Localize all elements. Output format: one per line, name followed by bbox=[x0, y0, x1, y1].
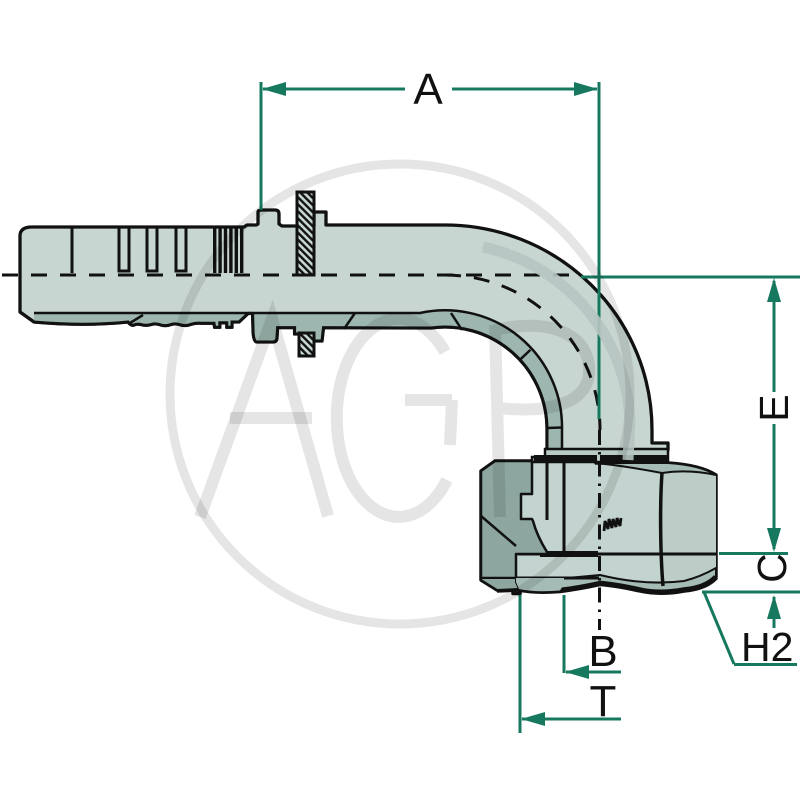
svg-text:B: B bbox=[588, 627, 617, 676]
svg-text:H2: H2 bbox=[741, 624, 793, 670]
svg-text:C: C bbox=[749, 553, 795, 583]
svg-text:T: T bbox=[590, 677, 617, 726]
svg-text:E: E bbox=[751, 394, 797, 421]
svg-text:A: A bbox=[413, 65, 443, 114]
